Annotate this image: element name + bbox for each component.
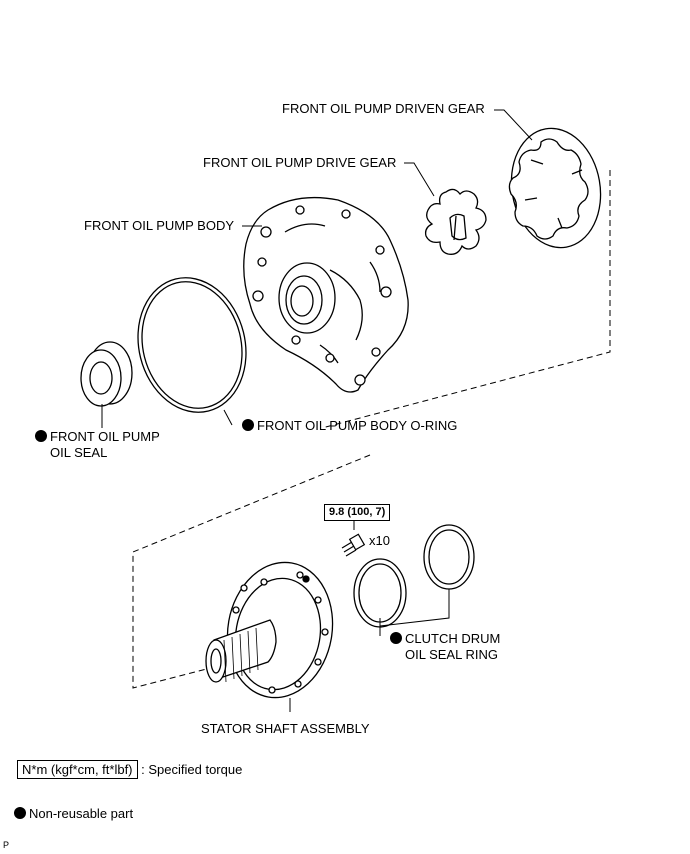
legend-torque-desc: : Specified torque (141, 762, 243, 777)
non-reusable-dot-icon (14, 807, 26, 819)
label-oil-seal-line1: FRONT OIL PUMP (50, 429, 160, 444)
legend-non-reusable-text: Non-reusable part (29, 806, 134, 821)
legend-torque: N*m (kgf*cm, ft*lbf) : Specified torque (17, 760, 243, 779)
non-reusable-dot-icon (390, 632, 402, 644)
non-reusable-dot-icon (35, 430, 47, 442)
label-driven-gear: FRONT OIL PUMP DRIVEN GEAR (282, 101, 485, 116)
footer-code: P (3, 840, 10, 850)
label-pump-body: FRONT OIL PUMP BODY (84, 218, 235, 233)
legend-torque-unit: N*m (kgf*cm, ft*lbf) (17, 760, 138, 779)
label-stator-shaft: STATOR SHAFT ASSEMBLY (201, 721, 370, 736)
label-oil-seal-line2: OIL SEAL (50, 445, 108, 460)
label-o-ring-text: FRONT OIL PUMP BODY O-RING (257, 418, 458, 433)
drive-gear (424, 188, 487, 255)
alignment-lines (132, 170, 611, 689)
pump-body (243, 196, 409, 393)
torque-spec-box: 9.8 (100, 7) (324, 504, 391, 521)
label-o-ring: FRONT OIL PUMP BODY O-RING (242, 418, 457, 434)
legend-non-reusable: Non-reusable part (14, 806, 133, 822)
leader-lines (101, 109, 533, 712)
driven-gear (508, 127, 602, 249)
oil-seal (80, 341, 133, 407)
label-seal-ring-line2: OIL SEAL RING (405, 647, 498, 662)
stator-shaft (205, 561, 334, 699)
bolt (341, 533, 366, 557)
o-ring (137, 277, 247, 413)
non-reusable-dot-icon (242, 419, 254, 431)
label-oil-seal: FRONT OIL PUMP (35, 429, 160, 445)
label-bolt-qty: x10 (369, 533, 390, 548)
label-seal-ring: CLUTCH DRUM (390, 631, 500, 647)
label-seal-ring-line1: CLUTCH DRUM (405, 631, 501, 646)
label-drive-gear: FRONT OIL PUMP DRIVE GEAR (203, 155, 397, 170)
